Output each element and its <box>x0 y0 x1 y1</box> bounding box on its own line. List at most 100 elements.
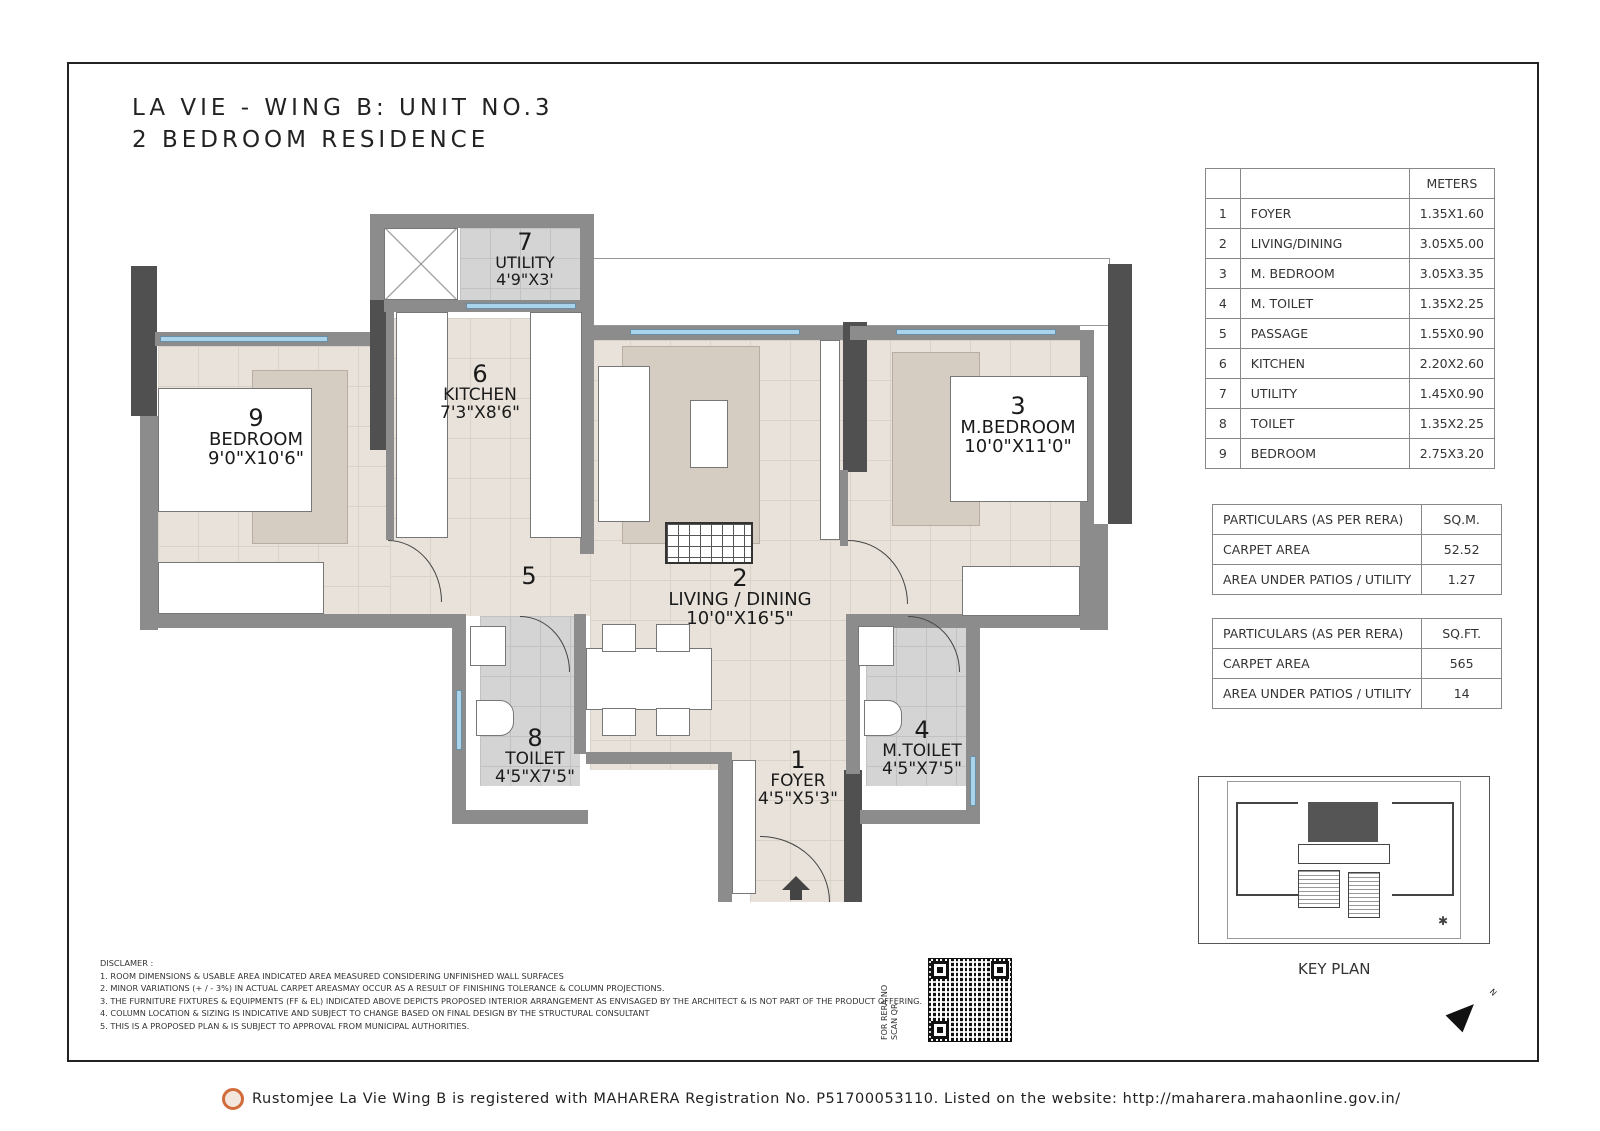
rera-qr-code <box>928 958 1012 1042</box>
disclaimer-item: 5. THIS IS A PROPOSED PLAN & IS SUBJECT … <box>100 1020 470 1031</box>
title-unit: LA VIE - WING B: UNIT NO.3 <box>132 95 554 121</box>
registration-text: Rustomjee La Vie Wing B is registered wi… <box>252 1091 1401 1107</box>
wall <box>140 416 158 630</box>
dining-chair <box>602 624 636 652</box>
room-label-passage: 5 <box>521 562 537 590</box>
living-balcony <box>590 258 1110 326</box>
column <box>1108 264 1132 524</box>
key-plan-wing-right <box>1392 802 1454 896</box>
key-plan-inner: ✱ <box>1227 781 1461 939</box>
area-sqm-table: PARTICULARS (AS PER RERA)SQ.M. CARPET AR… <box>1211 504 1502 595</box>
kitchen-counter-hob <box>530 312 582 538</box>
entry-arrow-icon <box>782 876 810 890</box>
column <box>843 322 867 472</box>
wall <box>966 614 980 824</box>
foyer-shoe-rack <box>732 760 756 894</box>
coffee-table <box>690 400 728 468</box>
wall <box>846 614 860 774</box>
disclaimer: DISCLAMER : 1. ROOM DIMENSIONS & USABLE … <box>100 957 922 1033</box>
utility-floor <box>460 228 590 304</box>
compass-rose-icon: ✱ <box>1438 914 1449 928</box>
bedroom-bed <box>158 388 312 512</box>
key-plan-wing-left <box>1236 802 1298 896</box>
disclaimer-item: 2. MINOR VARIATIONS (+ / - 3%) IN ACTUAL… <box>100 983 665 994</box>
key-plan-box: ✱ <box>1198 776 1490 944</box>
bedroom-balcony <box>160 270 370 332</box>
window <box>466 303 576 309</box>
wall <box>860 810 980 824</box>
title-type: 2 BEDROOM RESIDENCE <box>132 127 490 153</box>
window <box>456 690 462 750</box>
kitchen-counter-sink <box>396 312 448 538</box>
window <box>896 329 1056 335</box>
disclaimer-item: 4. COLUMN LOCATION & SIZING IS INDICATIV… <box>100 1008 650 1019</box>
wall <box>386 310 394 540</box>
entry-arrow-stem <box>790 890 802 900</box>
window <box>970 756 976 806</box>
wall <box>574 614 586 754</box>
key-plan-label: KEY PLAN <box>1298 960 1371 978</box>
wall <box>718 752 732 902</box>
bedroom-wardrobe <box>158 562 324 614</box>
wall <box>452 810 588 824</box>
master-toilet-vanity <box>858 626 894 666</box>
column <box>844 770 862 902</box>
key-plan-stair <box>1298 870 1340 908</box>
maharera-logo-icon <box>222 1088 244 1110</box>
duct-shaft <box>384 228 458 300</box>
dining-chair <box>656 708 690 736</box>
wall <box>840 470 848 546</box>
sheet-frame <box>67 62 1539 1062</box>
wall <box>1094 524 1108 630</box>
toilet-wc <box>476 700 514 736</box>
sofa <box>598 366 650 522</box>
master-toilet-wc <box>864 700 902 736</box>
area-sqft-table: PARTICULARS (AS PER RERA)SQ.FT. CARPET A… <box>1211 618 1502 709</box>
footer-registration: Rustomjee La Vie Wing B is registered wi… <box>222 1088 1401 1110</box>
tv-unit <box>820 340 840 540</box>
wall <box>140 614 460 628</box>
disclaimer-item: 1. ROOM DIMENSIONS & USABLE AREA INDICAT… <box>100 970 564 981</box>
key-plan-highlighted-unit <box>1308 802 1378 842</box>
toilet-vanity <box>470 626 506 666</box>
disclaimer-item: 3. THE FURNITURE FIXTURES & EQUIPMENTS (… <box>100 995 923 1006</box>
ottoman-grid <box>665 522 753 564</box>
key-plan-stair <box>1348 872 1380 918</box>
window <box>160 336 328 342</box>
key-plan-core <box>1298 844 1390 864</box>
wall <box>580 214 594 554</box>
dining-chair <box>602 708 636 736</box>
dining-table <box>586 648 712 710</box>
wall <box>586 752 732 764</box>
master-bedroom-wardrobe <box>962 566 1080 616</box>
dining-chair <box>656 624 690 652</box>
passage-floor <box>390 536 590 616</box>
column <box>131 266 157 416</box>
master-bedroom-bed <box>950 376 1088 502</box>
disclaimer-heading: DISCLAMER : <box>100 958 154 968</box>
window <box>630 329 800 335</box>
page-title: LA VIE - WING B: UNIT NO.3 2 BEDROOM RES… <box>132 92 554 156</box>
table-header-row: METERS <box>1205 168 1496 199</box>
